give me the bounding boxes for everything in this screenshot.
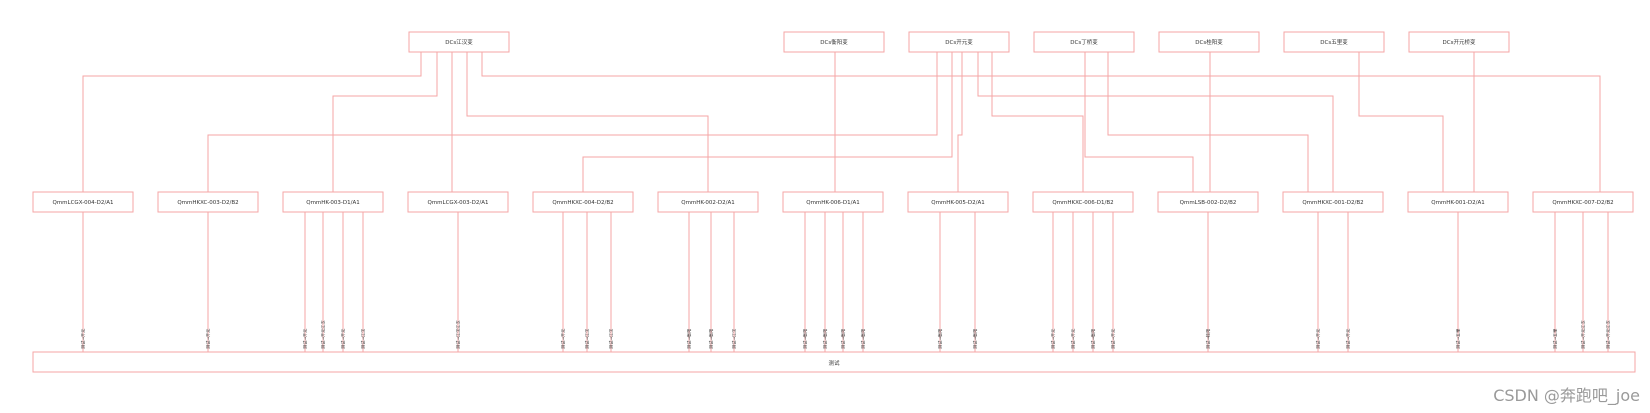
link-label: 测试→衡阳 [937, 329, 944, 349]
node-boxes [32, 31, 1636, 373]
link-label: 测试→江汉 [584, 328, 591, 349]
link-label: 测试→开元 [340, 329, 347, 349]
device-node-box [782, 191, 884, 213]
connection-line [582, 52, 953, 192]
connection-line [481, 52, 1601, 192]
top-node-label: DCs衡阳变 [820, 38, 848, 46]
link-label: 测试→开元江汉 [1605, 320, 1612, 349]
device-node-label: QmmHKXC-007-D2/B2 [1552, 200, 1613, 206]
device-node-box [407, 191, 509, 213]
top-node-box [783, 31, 885, 53]
device-node-box [1282, 191, 1384, 213]
top-node-label: DCs五里变 [1320, 38, 1348, 46]
device-node-label: QmmHKXC-001-D2/B2 [1302, 200, 1363, 206]
bottom-node-label: 测试 [828, 359, 840, 367]
link-label: 测试→衡阳 [686, 329, 693, 349]
link-label: 测试→江汉江汉 [455, 320, 462, 349]
top-node-box [1283, 31, 1385, 53]
device-node-box [532, 191, 634, 213]
link-label: 测试→衡阳 [708, 329, 715, 349]
link-label: 测试→五里 [1455, 329, 1462, 349]
device-node-box [907, 191, 1009, 213]
link-label: 测试→江汉 [608, 328, 615, 349]
connection-line [957, 52, 963, 192]
watermark: CSDN @奔跑吧_joe [1493, 386, 1640, 405]
link-label: 测试→衡阳 [972, 329, 979, 349]
device-node-label: QmmHKXC-004-D2/B2 [552, 200, 613, 206]
top-node-label: DCs开元变 [945, 38, 973, 46]
bottom-node-box [32, 351, 1636, 373]
connection-line [332, 52, 438, 192]
device-node-box [32, 191, 134, 213]
link-label: 测试→开元 [1345, 329, 1352, 349]
connection-line [1358, 52, 1444, 192]
top-node-box [1033, 31, 1135, 53]
link-label: 测试→开元 [80, 329, 87, 349]
connection-line [1084, 52, 1194, 192]
connection-line [207, 52, 938, 192]
device-node-label: QmmHKXC-006-D1/B2 [1052, 200, 1113, 206]
link-label: 测试→开元 [302, 329, 309, 349]
device-node-box [282, 191, 384, 213]
link-label: 测试→开元江汉 [320, 320, 327, 349]
connection-line [991, 52, 1084, 192]
device-node-label: QmmHK-002-D2/A1 [681, 200, 735, 206]
link-label: 测试→开元 [1110, 329, 1117, 349]
device-node-box [1407, 191, 1509, 213]
device-node-label: QmmLSB-002-D2/B2 [1180, 200, 1237, 206]
link-label: 测试→五里 [1552, 329, 1559, 349]
top-node-label: DCs江汉变 [445, 38, 473, 46]
link-label: 测试→开元 [1050, 329, 1057, 349]
connection-lines [82, 52, 1609, 352]
device-node-label: QmmHK-003-D1/A1 [306, 200, 360, 206]
node-labels: DCs江汉变 DCs衡阳变 DCs开元变 DCs丁桥变 DCs桂阳变 DCs五里变 DCs开… [52, 38, 1613, 367]
top-node-label: DCs丁桥变 [1070, 38, 1098, 46]
link-label: 测试→衡阳 [822, 329, 829, 349]
link-label: 测试→桂阳 [1205, 329, 1212, 349]
connection-line [466, 52, 709, 192]
link-label: 测试→开元 [1070, 329, 1077, 349]
link-label: 测试→开元江汉 [1580, 320, 1587, 349]
top-node-box [1158, 31, 1260, 53]
top-node-box [408, 31, 510, 53]
link-label: 测试→江汉 [360, 328, 367, 349]
device-node-box [157, 191, 259, 213]
device-node-label: QmmLCGX-003-D2/A1 [427, 200, 488, 206]
link-label: 测试→江汉 [731, 328, 738, 349]
link-label: 测试→衡阳 [840, 329, 847, 349]
device-node-box [657, 191, 759, 213]
top-node-box [908, 31, 1010, 53]
link-label: 测试→开元 [205, 329, 212, 349]
link-label: 测试→开元 [560, 329, 567, 349]
top-node-label: DCs桂阳变 [1195, 38, 1223, 46]
link-label: 测试→衡阳 [802, 329, 809, 349]
device-node-box [1157, 191, 1259, 213]
device-node-label: QmmHK-001-D2/A1 [1431, 200, 1485, 206]
connection-line [82, 52, 422, 192]
link-label: 测试→衡阳 [1090, 329, 1097, 349]
top-node-label: DCs开元桥变 [1443, 38, 1476, 46]
device-node-label: QmmHK-005-D2/A1 [931, 200, 985, 206]
connection-line [1107, 52, 1309, 192]
device-node-label: QmmHKXC-003-D2/B2 [177, 200, 238, 206]
device-node-label: QmmHK-006-D1/A1 [806, 200, 860, 206]
device-node-box [1032, 191, 1134, 213]
device-node-label: QmmLCGX-004-D2/A1 [52, 200, 113, 206]
top-node-box [1408, 31, 1510, 53]
link-label: 测试→衡阳 [860, 329, 867, 349]
device-node-box [1532, 191, 1634, 213]
connection-line [977, 52, 1334, 192]
link-label: 测试→开元 [1315, 329, 1322, 349]
